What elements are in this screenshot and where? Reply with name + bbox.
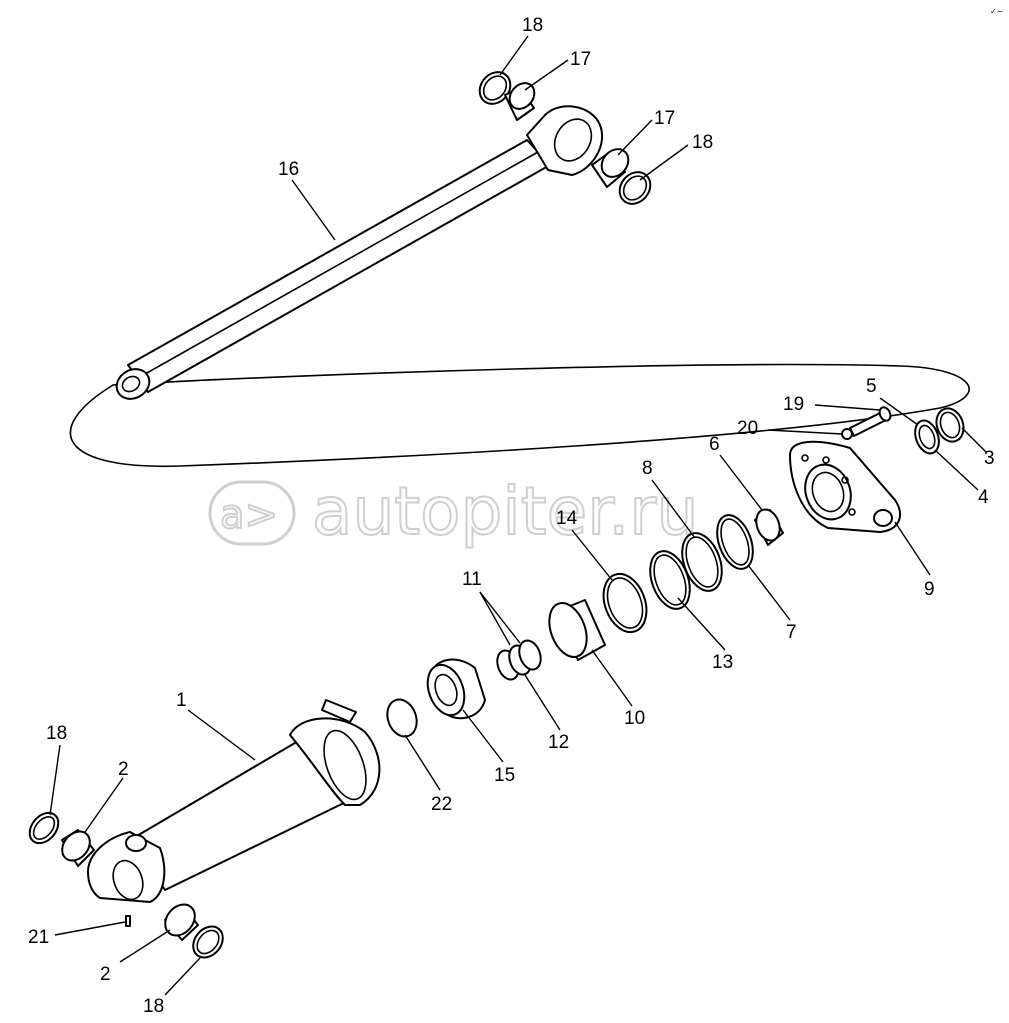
- cylinder-head: [789, 440, 901, 533]
- callout-19: 19: [783, 394, 804, 415]
- ring-3: [935, 407, 965, 443]
- piston-rod: [115, 105, 603, 400]
- pin-21: [125, 915, 131, 927]
- callout-5: 5: [866, 376, 877, 397]
- seal-13: [649, 550, 691, 610]
- callout-1: 1: [176, 690, 187, 711]
- callout-2-lower: 2: [100, 964, 111, 985]
- grease-fitting: [125, 834, 147, 852]
- watermark-logo-frame: [208, 480, 296, 546]
- corner-mark: ✓~: [990, 7, 1003, 16]
- watermark: a> autopiter.ru: [208, 472, 699, 551]
- rod-end: [115, 368, 151, 400]
- rod-bushing-set: [478, 71, 652, 205]
- callout-17-top-left: 17: [570, 49, 591, 70]
- watermark-text: autopiter.ru: [312, 473, 698, 550]
- callout-18-top-right: 18: [692, 132, 713, 153]
- seal-7: [716, 514, 754, 570]
- o-ring-22: [386, 698, 418, 738]
- callout-14: 14: [556, 508, 578, 529]
- tube-port-block: [321, 699, 357, 723]
- rod-shaft: [127, 139, 551, 393]
- assembly-loop-line: [69, 363, 970, 468]
- callout-18-lower-left: 18: [46, 723, 67, 744]
- callout-21: 21: [28, 927, 49, 948]
- wear-sleeve-10: [548, 599, 606, 661]
- tube-collar: [289, 717, 381, 806]
- rod-eye-bore: [553, 118, 593, 162]
- head-bore: [804, 463, 852, 521]
- callout-8: 8: [642, 458, 653, 479]
- callout-7: 7: [786, 622, 797, 643]
- callout-3: 3: [984, 448, 995, 469]
- callout-16: 16: [278, 159, 299, 180]
- bushing-6: [754, 508, 784, 546]
- callout-9: 9: [924, 579, 935, 600]
- piston-rings-11-12: [496, 639, 542, 681]
- callout-4: 4: [978, 487, 989, 508]
- callout-12: 12: [548, 732, 569, 753]
- snap-ring-18-lower-left: [28, 811, 60, 845]
- snap-ring-18-lower-right: [192, 925, 224, 959]
- tube-base-bore: [112, 859, 144, 901]
- callout-18-top: 18: [522, 15, 543, 36]
- callout-13: 13: [712, 652, 733, 673]
- tube-bushing-set: [28, 811, 224, 959]
- tube-base-eye: [87, 831, 166, 903]
- callout-11: 11: [462, 569, 482, 590]
- callout-15: 15: [494, 765, 515, 786]
- callout-6: 6: [709, 434, 720, 455]
- head-port: [873, 509, 893, 527]
- piston-15: [426, 658, 486, 720]
- seal-rings: [602, 514, 754, 634]
- watermark-logo-text: a>: [220, 492, 278, 538]
- callout-20: 20: [737, 418, 758, 439]
- bolt-and-washer: [841, 406, 892, 440]
- leader-lines: [49, 35, 987, 996]
- washer-20: [841, 428, 853, 440]
- rod-eye: [526, 105, 603, 176]
- callout-22: 22: [431, 794, 452, 815]
- callout-10: 10: [624, 708, 645, 729]
- seal-4: [914, 419, 940, 455]
- callout-2-upper: 2: [118, 759, 129, 780]
- callout-17-top-right: 17: [654, 108, 675, 129]
- callout-18-lower-right: 18: [143, 996, 164, 1017]
- callout-labels: 18 17 17 18 16 5 19 20 3 4 6 8 9 14 7 11…: [28, 15, 995, 1017]
- head-seals-right: [914, 407, 965, 455]
- cylinder-tube: [87, 699, 381, 903]
